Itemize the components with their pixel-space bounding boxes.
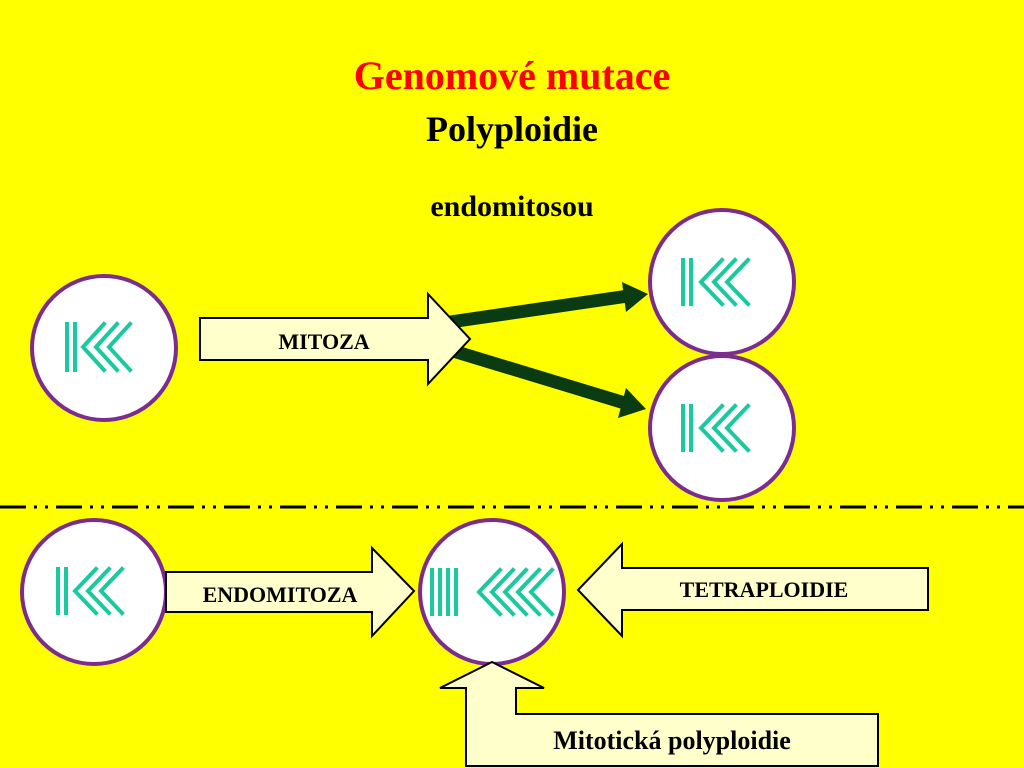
parent-cell xyxy=(30,274,178,422)
mitoza-arrow: MITOZA xyxy=(199,291,472,387)
endomitoza-arrow: ENDOMITOZA xyxy=(165,545,416,639)
tetraploidie-arrow: TETRAPLOIDIE xyxy=(576,541,929,639)
mitoza-label: MITOZA xyxy=(278,329,369,354)
chromosome-icon xyxy=(65,321,133,373)
daughter-arrow-up xyxy=(449,282,648,329)
diploid-cell xyxy=(20,518,168,666)
chromosome-icon xyxy=(681,257,751,307)
tetraploid-cell xyxy=(418,518,566,666)
slide-subtitle: Polyploidie xyxy=(425,109,599,149)
endomitoza-label: ENDOMITOZA xyxy=(203,582,358,607)
chromosome-icon xyxy=(56,566,125,616)
tetraploidie-label: TETRAPLOIDIE xyxy=(680,577,849,602)
chromosome-icon xyxy=(430,567,555,617)
daughter-cell-upper xyxy=(648,208,796,356)
daughter-arrow-down xyxy=(448,343,646,418)
daughter-cell-lower xyxy=(648,354,796,502)
slide-caption: endomitosou xyxy=(430,190,594,223)
chromosome-icon xyxy=(681,403,751,453)
slide-title: Genomové mutace xyxy=(353,53,671,98)
mitoticka-polyploidie-label: Mitotická polyploidie xyxy=(553,726,791,755)
mitoticka-polyploidie-arrow: Mitotická polyploidie xyxy=(439,660,879,767)
